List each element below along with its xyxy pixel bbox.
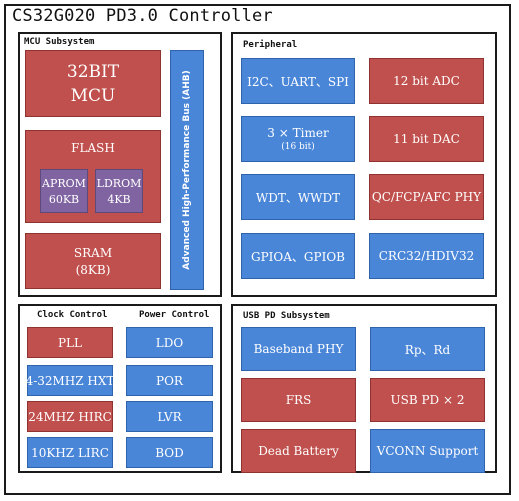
ldrom-block: LDROM 4KB <box>95 169 143 213</box>
peripheral-i2c-uart-spi: I2C、UART、SPI <box>241 58 355 104</box>
sram-block: SRAM (8KB) <box>25 233 161 289</box>
usb-dead-battery: Dead Battery <box>241 429 356 473</box>
power-ldo: LDO <box>126 327 213 358</box>
usb-pd-x2: USB PD × 2 <box>370 378 485 422</box>
peripheral-adc: 12 bit ADC <box>369 58 484 104</box>
mcu-core-line2: MCU <box>70 85 116 106</box>
power-bod: BOD <box>126 437 213 468</box>
aprom-block: APROM 60KB <box>40 169 88 213</box>
ldrom-name: LDROM <box>96 176 142 190</box>
peripheral-crc32-hdiv32: CRC32/HDIV32 <box>369 233 484 279</box>
peripheral-qc-fcp-afc-phy: QC/FCP/AFC PHY <box>369 174 484 220</box>
sram-size: (8KB) <box>75 262 111 277</box>
aprom-size: 60KB <box>48 192 80 206</box>
diagram-title: CS32G020 PD3.0 Controller <box>12 6 273 26</box>
clock-control-label: Clock Control <box>37 310 108 320</box>
mcu-core-line1: 32BIT <box>66 61 120 82</box>
peripheral-panel: Peripheral I2C、UART、SPI 12 bit ADC 3 × T… <box>231 32 497 297</box>
clock-hxt: 4-32MHZ HXT <box>26 365 114 396</box>
clock-power-panel: Clock Control Power Control PLL 4-32MHZ … <box>18 304 222 473</box>
peripheral-timer-sub: (16 bit) <box>281 142 315 152</box>
flash-label: FLASH <box>71 141 115 155</box>
usb-rp-rd: Rp、Rd <box>370 327 485 371</box>
aprom-name: APROM <box>42 176 86 190</box>
power-lvr: LVR <box>126 401 213 432</box>
ahb-bus-block: Advanced High-Performance Bus (AHB) <box>170 50 204 290</box>
peripheral-timer-label: 3 × Timer <box>267 126 329 140</box>
clock-hirc: 24MHZ HIRC <box>27 401 113 432</box>
peripheral-label: Peripheral <box>243 40 298 50</box>
usb-vconn-support: VCONN Support <box>370 429 485 473</box>
usb-baseband-phy: Baseband PHY <box>241 327 356 371</box>
usb-pd-panel: USB PD Subsystem Baseband PHY Rp、Rd FRS … <box>231 304 497 473</box>
mcu-core-block: 32BIT MCU <box>25 50 161 117</box>
sram-label: SRAM <box>73 245 113 260</box>
power-por: POR <box>126 365 213 396</box>
power-control-label: Power Control <box>139 310 210 320</box>
clock-pll: PLL <box>27 327 113 358</box>
mcu-subsystem-panel: MCU Subsystem 32BIT MCU FLASH APROM 60KB… <box>18 32 222 297</box>
peripheral-timer: 3 × Timer (16 bit) <box>241 116 355 162</box>
usb-pd-label: USB PD Subsystem <box>243 311 330 321</box>
peripheral-wdt-wwdt: WDT、WWDT <box>241 174 355 220</box>
ldrom-size: 4KB <box>107 192 131 206</box>
peripheral-gpio: GPIOA、GPIOB <box>241 233 355 279</box>
usb-frs: FRS <box>241 378 356 422</box>
mcu-subsystem-label: MCU Subsystem <box>24 37 95 47</box>
clock-lirc: 10KHZ LIRC <box>27 437 113 468</box>
peripheral-dac: 11 bit DAC <box>369 116 484 162</box>
ahb-bus-label: Advanced High-Performance Bus (AHB) <box>182 70 192 270</box>
